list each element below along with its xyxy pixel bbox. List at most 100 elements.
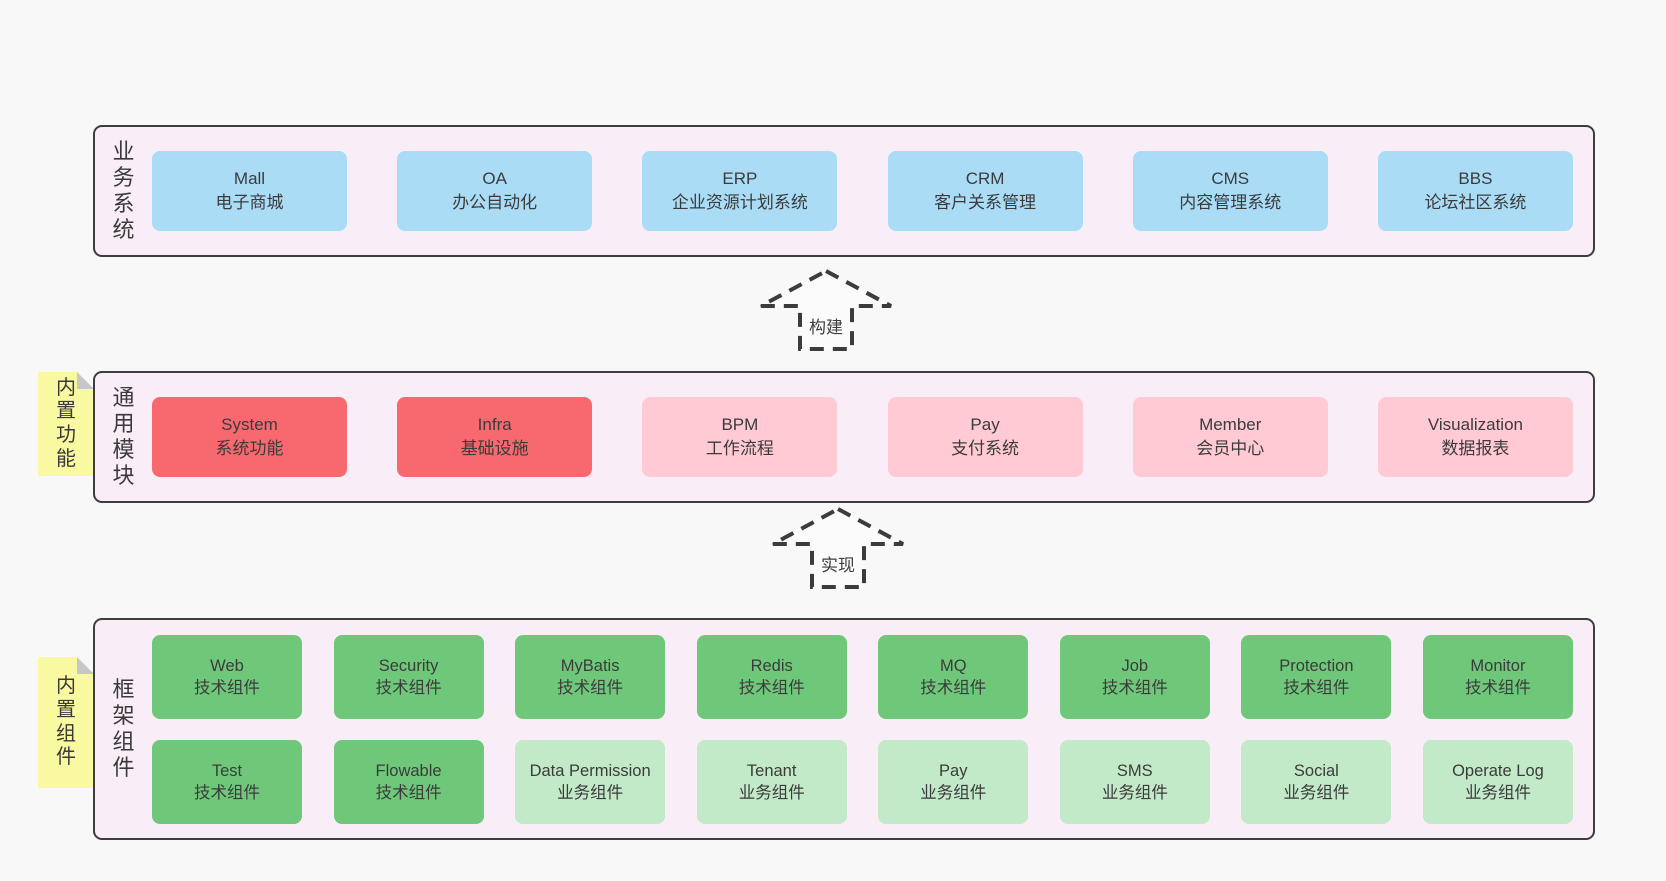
box-monitor: Monitor 技术组件 [1422, 634, 1573, 719]
box-title: BBS [1458, 169, 1493, 188]
box-title: Test [211, 761, 243, 780]
box-infra: Infra 基础设施 [397, 397, 593, 477]
box-subtitle: 技术组件 [738, 678, 805, 697]
box-title: Tenant [746, 761, 797, 780]
box-title: System [221, 415, 278, 434]
box-web: Web 技术组件 [152, 634, 302, 719]
box-protection: Protection 技术组件 [1241, 634, 1392, 719]
box-title: Pay [939, 761, 968, 780]
box-subtitle: 办公自动化 [452, 193, 538, 212]
box-subtitle: 技术组件 [920, 678, 987, 697]
business-boxes: Mall 电子商城 OA 办公自动化 ERP 企业资源计划系统 CRM 客户关系… [152, 151, 1593, 231]
box-title: SMS [1116, 761, 1153, 780]
box-subtitle: 论坛社区系统 [1424, 193, 1527, 212]
box-visualization: Visualization 数据报表 [1377, 397, 1573, 477]
box-sms: SMS 业务组件 [1059, 739, 1210, 824]
box-mybatis: MyBatis 技术组件 [515, 634, 666, 719]
box-mall: Mall 电子商城 [152, 151, 347, 231]
box-subtitle: 数据报表 [1441, 439, 1510, 458]
box-subtitle: 技术组件 [1101, 678, 1168, 697]
box-title: CMS [1211, 169, 1250, 188]
component-row-1: Web 技术组件 Security 技术组件 MyBatis 技术组件 Redi… [152, 634, 1573, 719]
folded-corner [77, 372, 94, 389]
layer-business-systems: 业 务 系 统 Mall 电子商城 OA 办公自动化 ERP 企业资源计划系统 … [93, 125, 1595, 257]
box-title: MyBatis [560, 656, 620, 675]
arrow-implement: 实现 [770, 506, 906, 590]
component-rows: Web 技术组件 Security 技术组件 MyBatis 技术组件 Redi… [152, 634, 1593, 824]
box-bpm: BPM 工作流程 [642, 397, 838, 477]
box-social: Social 业务组件 [1241, 739, 1392, 824]
box-job: Job 技术组件 [1059, 634, 1210, 719]
box-crm: CRM 客户关系管理 [887, 151, 1083, 231]
layer-common-modules: 通 用 模 块 System 系统功能 Infra 基础设施 BPM 工作流程 … [93, 371, 1595, 503]
band-label-modules: 通 用 模 块 [112, 385, 135, 488]
box-title: MQ [939, 656, 967, 675]
box-subtitle: 业务组件 [738, 783, 805, 802]
box-erp: ERP 企业资源计划系统 [642, 151, 838, 231]
box-subtitle: 业务组件 [1283, 783, 1350, 802]
sticky-note-built-in-features: 内 置 功 能 [38, 372, 94, 476]
box-title: Flowable [375, 761, 442, 780]
arrow-label: 实现 [816, 550, 860, 577]
box-pay-system: Pay 支付系统 [887, 397, 1083, 477]
box-title: BPM [721, 415, 759, 434]
box-subtitle: 技术组件 [1464, 678, 1531, 697]
box-subtitle: 内容管理系统 [1179, 193, 1282, 212]
box-redis: Redis 技术组件 [696, 634, 847, 719]
box-title: Security [378, 656, 439, 675]
layer-framework-components: 框 架 组 件 Web 技术组件 Security 技术组件 MyBatis 技… [93, 618, 1595, 840]
sticky-label: 内 置 功 能 [56, 376, 76, 470]
box-security: Security 技术组件 [333, 634, 484, 719]
box-data-permission: Data Permission 业务组件 [515, 739, 666, 824]
arrow-label: 构建 [804, 312, 848, 339]
box-subtitle: 技术组件 [557, 678, 624, 697]
folded-corner [77, 657, 94, 674]
box-pay-component: Pay 业务组件 [878, 739, 1029, 824]
box-title: OA [482, 169, 507, 188]
box-subtitle: 基础设施 [460, 439, 529, 458]
box-title: Social [1293, 761, 1339, 780]
dashed-up-arrow-icon [760, 268, 892, 351]
box-test: Test 技术组件 [152, 739, 302, 824]
box-subtitle: 电子商城 [215, 193, 284, 212]
box-subtitle: 客户关系管理 [934, 193, 1037, 212]
box-mq: MQ 技术组件 [878, 634, 1029, 719]
box-cms: CMS 内容管理系统 [1132, 151, 1328, 231]
box-subtitle: 业务组件 [557, 783, 624, 802]
box-title: Job [1121, 656, 1149, 675]
dashed-up-arrow-icon [772, 506, 904, 589]
box-subtitle: 业务组件 [1464, 783, 1531, 802]
box-title: Redis [750, 656, 793, 675]
box-subtitle: 业务组件 [1101, 783, 1168, 802]
box-title: Web [210, 656, 244, 675]
box-subtitle: 系统功能 [215, 439, 284, 458]
box-title: ERP [722, 169, 758, 188]
box-subtitle: 支付系统 [951, 439, 1020, 458]
band-label-components: 框 架 组 件 [112, 677, 135, 780]
box-title: CRM [965, 169, 1005, 188]
band-label-business: 业 务 系 统 [112, 139, 135, 242]
box-tenant: Tenant 业务组件 [696, 739, 847, 824]
box-subtitle: 技术组件 [194, 678, 260, 697]
box-subtitle: 技术组件 [375, 678, 442, 697]
box-subtitle: 技术组件 [1283, 678, 1350, 697]
box-title: Data Permission [529, 761, 651, 780]
box-title: Member [1199, 415, 1262, 434]
sticky-note-built-in-components: 内 置 组 件 [38, 657, 94, 788]
component-row-2: Test 技术组件 Flowable 技术组件 Data Permission … [152, 739, 1573, 824]
box-title: Protection [1279, 656, 1354, 675]
box-oa: OA 办公自动化 [397, 151, 593, 231]
box-flowable: Flowable 技术组件 [333, 739, 484, 824]
box-title: Pay [970, 415, 1000, 434]
box-title: Monitor [1470, 656, 1526, 675]
box-title: Visualization [1427, 415, 1523, 434]
box-title: Infra [477, 415, 512, 434]
box-bbs: BBS 论坛社区系统 [1377, 151, 1573, 231]
box-title: Operate Log [1452, 761, 1544, 780]
box-subtitle: 技术组件 [375, 783, 442, 802]
box-subtitle: 会员中心 [1196, 439, 1265, 458]
box-title: Mall [233, 169, 266, 188]
box-subtitle: 企业资源计划系统 [671, 193, 808, 212]
box-member: Member 会员中心 [1132, 397, 1328, 477]
box-subtitle: 工作流程 [705, 439, 774, 458]
